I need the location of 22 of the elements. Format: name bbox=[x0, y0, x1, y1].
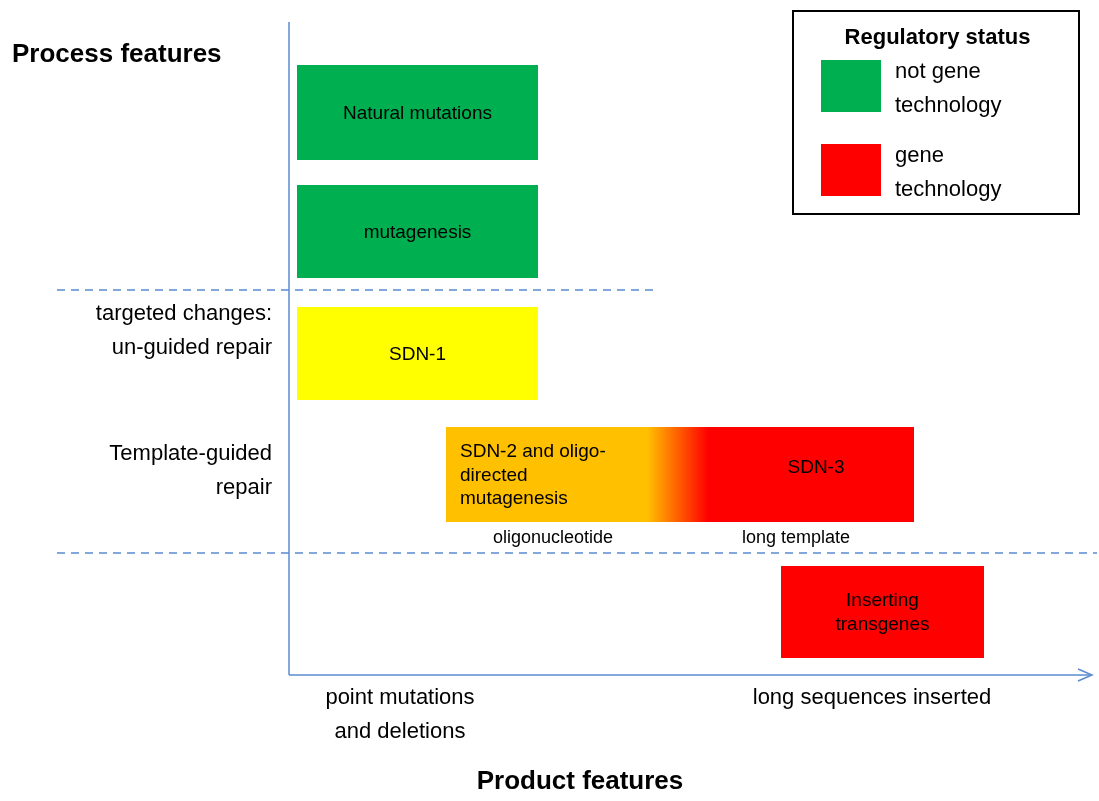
feature-box bbox=[297, 65, 538, 160]
axis-title: Product features bbox=[475, 765, 685, 797]
box-text: SDN-3 bbox=[786, 455, 846, 480]
axis-label: Template-guided repair bbox=[108, 439, 272, 502]
axis-label: targeted changes: un-guided repair bbox=[94, 299, 272, 362]
legend-text: not gene technology bbox=[895, 57, 1003, 120]
box-text: Inserting transgenes bbox=[834, 588, 931, 636]
axis-label: point mutations and deletions bbox=[324, 683, 476, 746]
legend-title: Regulatory status bbox=[843, 23, 1032, 51]
box-text: mutagenesis bbox=[362, 219, 473, 244]
box-text: Natural mutations bbox=[342, 100, 493, 125]
box-text: SDN-2 and oligo-directed mutagenesis bbox=[460, 438, 607, 511]
feature-box bbox=[781, 566, 984, 658]
box-caption: long template bbox=[740, 527, 852, 548]
axis-label: long sequences inserted bbox=[751, 683, 993, 711]
axis-title: Process features bbox=[12, 38, 223, 70]
feature-box bbox=[297, 185, 538, 278]
legend-text: gene technology bbox=[895, 141, 1003, 204]
feature-box bbox=[446, 427, 914, 522]
box-text: SDN-1 bbox=[388, 341, 447, 366]
feature-box bbox=[297, 307, 538, 400]
box-caption: oligonucleotide bbox=[491, 527, 615, 548]
